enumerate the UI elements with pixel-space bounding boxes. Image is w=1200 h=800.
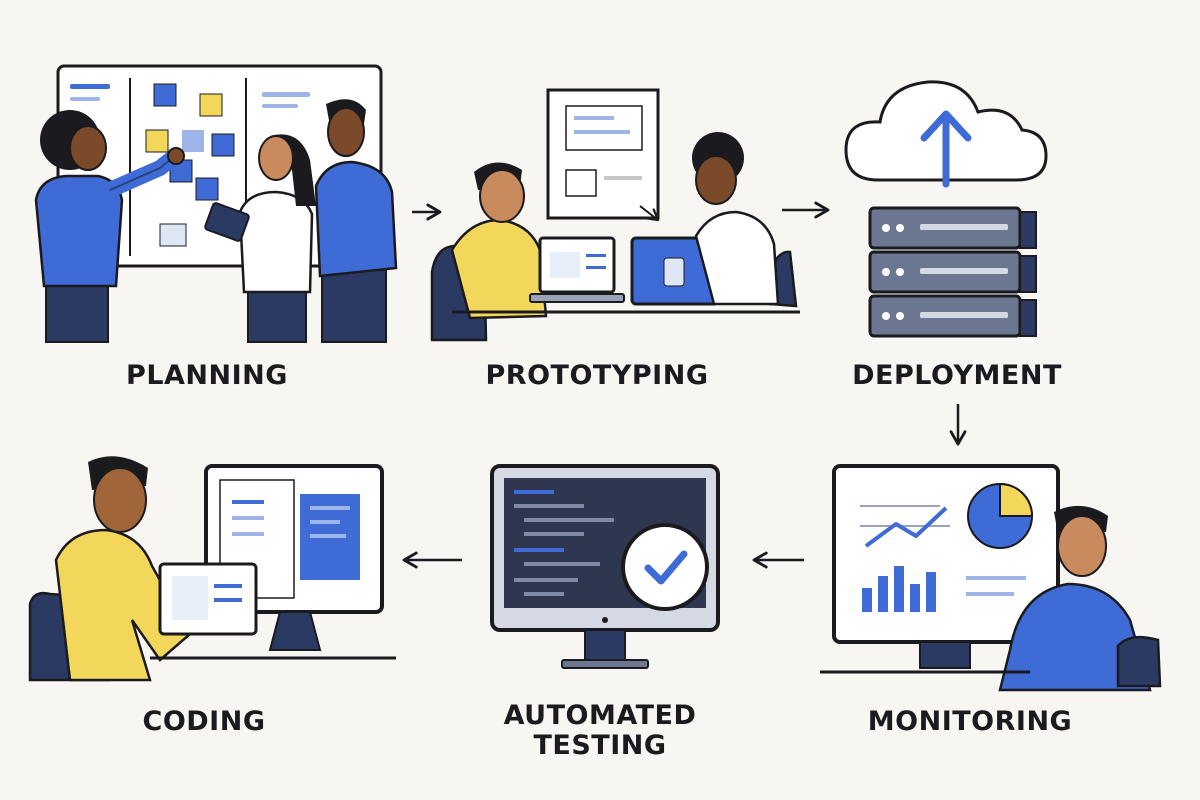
- monitoring-illustration: [820, 466, 1160, 690]
- person-listening: [316, 99, 396, 342]
- pie-chart-icon: [968, 484, 1032, 548]
- stage-label-coding: CODING: [54, 707, 354, 737]
- person-on-laptop-white: [692, 132, 796, 306]
- automated-testing-illustration: [492, 466, 718, 668]
- server-rack: [870, 208, 1036, 336]
- stage-label-planning: PLANNING: [57, 361, 357, 391]
- stage-label-automated-testing: AUTOMATED TESTING: [450, 701, 750, 761]
- stage-label-deployment: DEPLOYMENT: [807, 361, 1107, 391]
- stage-label-monitoring: MONITORING: [820, 707, 1120, 737]
- stage-label-prototyping: PROTOTYPING: [447, 361, 747, 391]
- planning-illustration: [36, 66, 396, 342]
- prototyping-illustration: [432, 90, 800, 340]
- coding-illustration: [30, 456, 396, 680]
- deployment-illustration: [846, 82, 1046, 336]
